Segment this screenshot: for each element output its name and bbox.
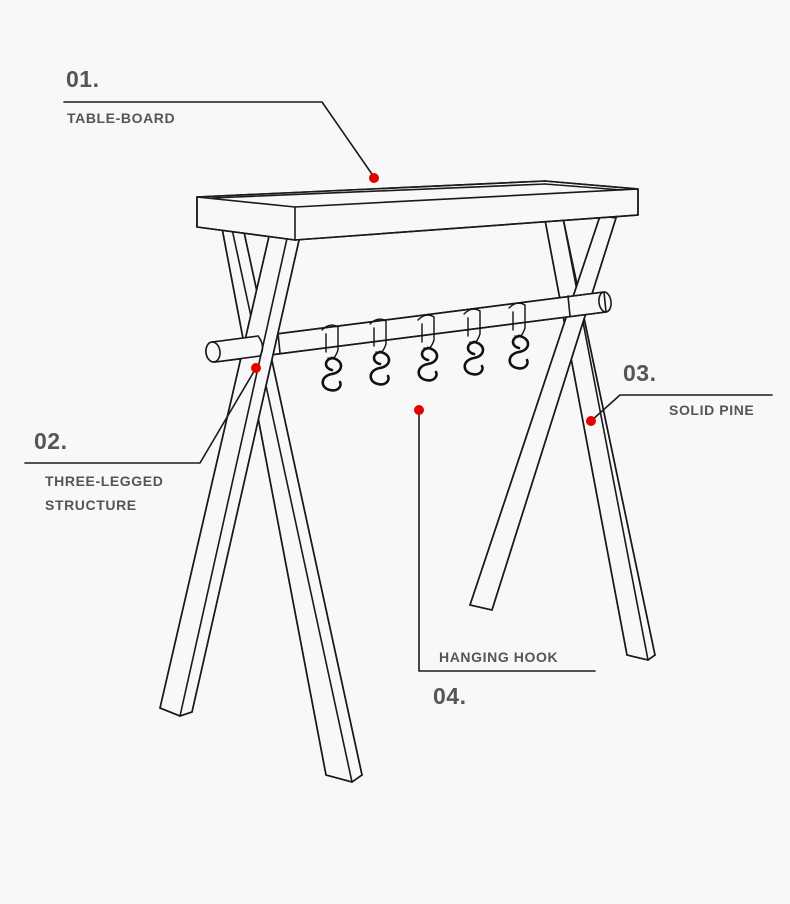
hook-2 bbox=[369, 318, 391, 386]
hook-1 bbox=[321, 324, 343, 392]
marker-03 bbox=[586, 416, 596, 426]
rod-front-segment bbox=[205, 332, 281, 363]
callout-02-label-line1: THREE-LEGGED bbox=[45, 473, 164, 489]
hook-4 bbox=[463, 308, 485, 376]
table-board bbox=[196, 180, 639, 241]
callout-03-number: 03. bbox=[623, 360, 657, 386]
hook-3 bbox=[417, 314, 439, 382]
marker-02 bbox=[251, 363, 261, 373]
leader-line-01 bbox=[63, 101, 375, 178]
callout-01-label: TABLE-BOARD bbox=[67, 110, 176, 126]
marker-01 bbox=[369, 173, 379, 183]
callout-01-number: 01. bbox=[66, 66, 100, 92]
hook-5 bbox=[508, 302, 530, 370]
leader-line-04 bbox=[418, 409, 596, 672]
callout-02-number: 02. bbox=[34, 428, 68, 454]
front-leg-pair bbox=[159, 227, 363, 783]
leader-line-03 bbox=[590, 394, 773, 422]
callout-04-label: HANGING HOOK bbox=[439, 649, 559, 665]
callout-02-label-line2: STRUCTURE bbox=[45, 497, 137, 513]
leader-line-02 bbox=[24, 367, 257, 464]
callout-04-number: 04. bbox=[433, 683, 467, 709]
back-leg-pair bbox=[469, 215, 656, 661]
callout-03-label: SOLID PINE bbox=[669, 402, 755, 418]
marker-04 bbox=[414, 405, 424, 415]
